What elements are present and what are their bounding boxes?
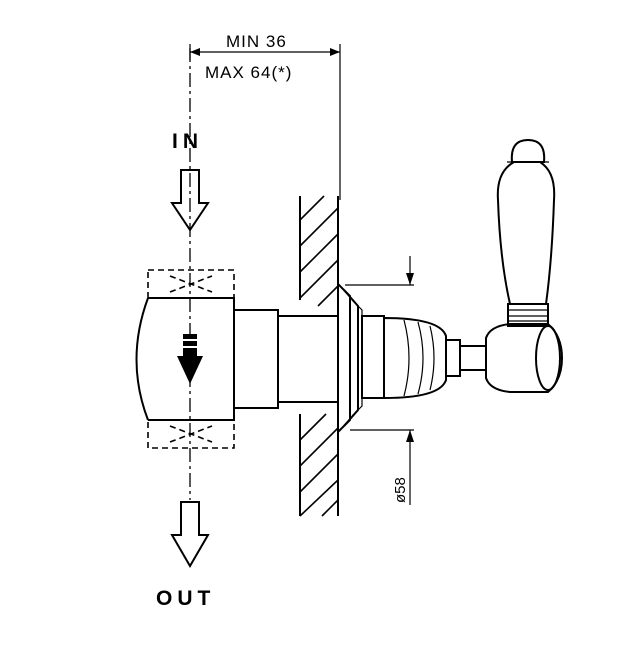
diameter-dimension: ø58	[345, 256, 414, 505]
diameter-label: ø58	[392, 477, 409, 503]
depth-min-label: MIN 36	[226, 32, 287, 51]
depth-dimension: MIN 36 MAX 64(*)	[189, 32, 341, 200]
valve-body	[135, 269, 338, 449]
escutcheon-plate	[337, 283, 363, 433]
valve-bonnet	[361, 315, 487, 400]
wall-section	[299, 195, 339, 517]
lever-handle-icon	[485, 138, 564, 393]
outlet-label: OUT	[156, 587, 215, 610]
flow-direction-arrow-icon	[177, 334, 203, 384]
inlet-label: IN	[172, 130, 203, 153]
depth-max-label: MAX 64(*)	[205, 63, 292, 82]
inlet-arrow-icon	[170, 169, 210, 232]
outlet-arrow-icon	[170, 501, 210, 568]
